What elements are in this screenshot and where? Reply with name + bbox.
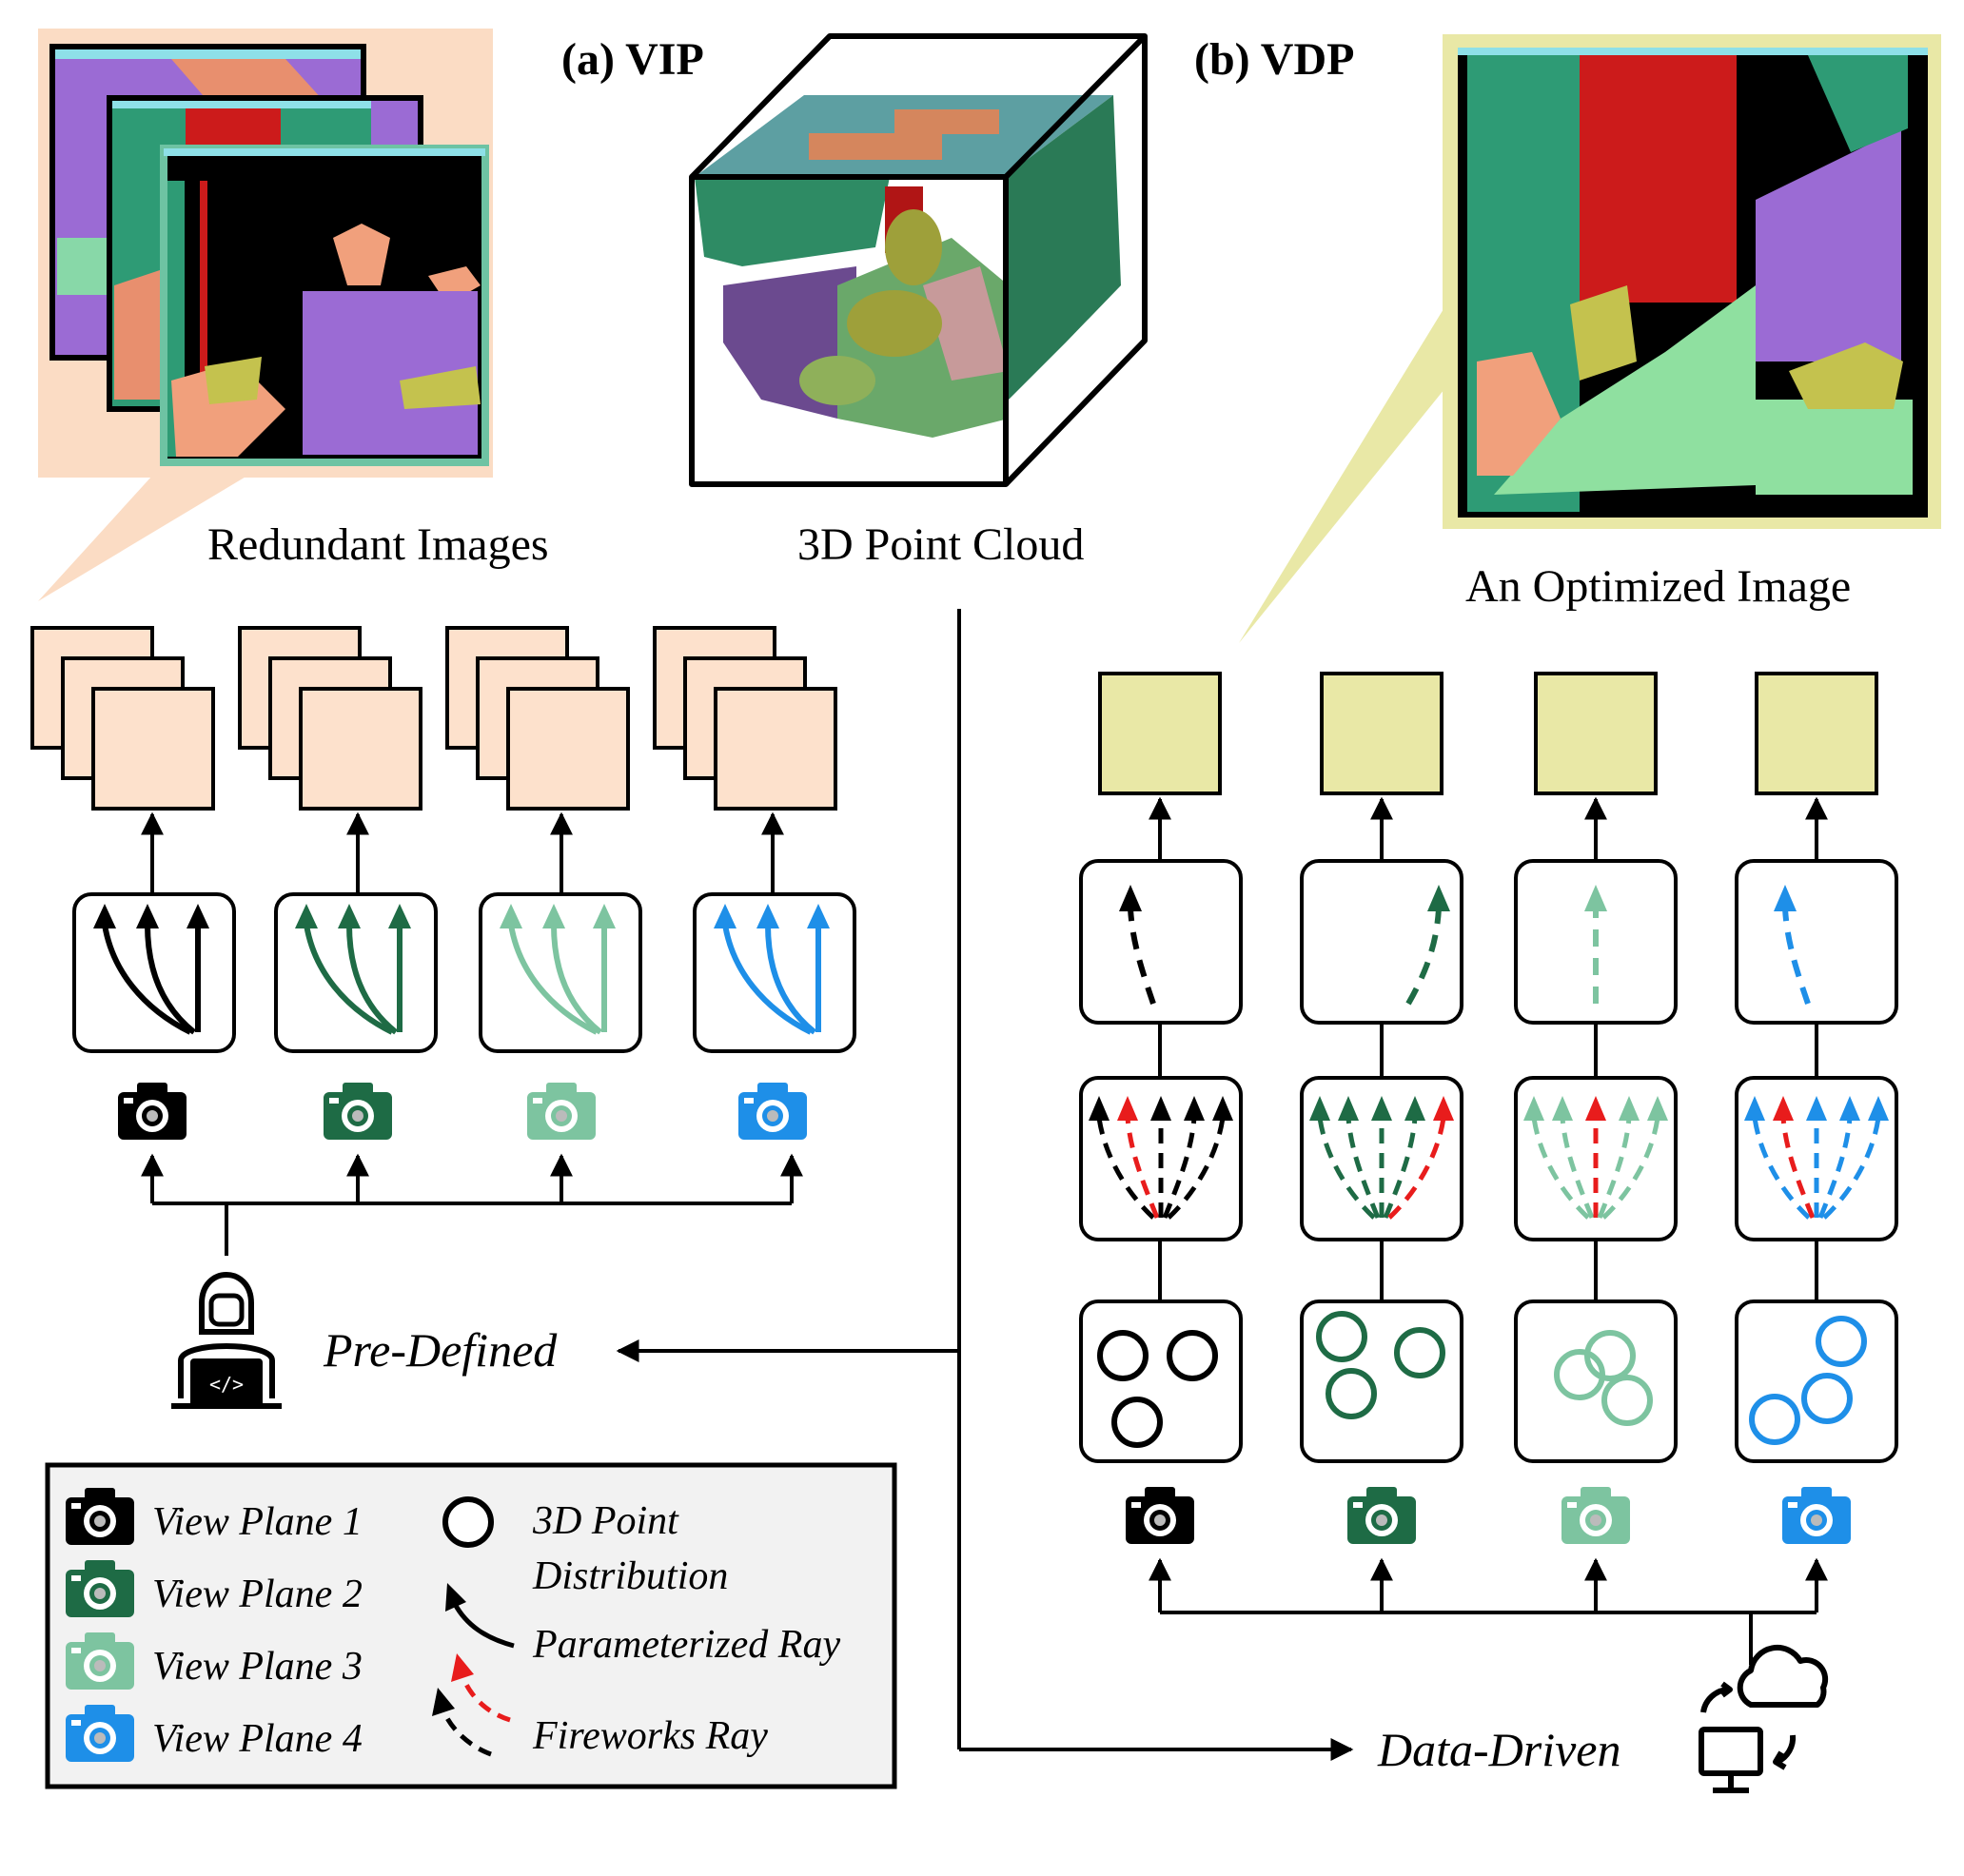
cube-wireframe <box>689 33 1148 487</box>
parameterized-ray-symbol <box>445 1583 515 1649</box>
pre-defined-label: Pre-Defined <box>323 1323 558 1377</box>
vdp-distribution-box-2 <box>1300 1300 1463 1463</box>
point-cloud-caption: 3D Point Cloud <box>797 519 1084 570</box>
vdp-fireworks-box-2 <box>1300 1076 1463 1241</box>
legend-parameterized-ray: Parameterized Ray <box>532 1623 840 1667</box>
camera-icon <box>527 1083 596 1140</box>
point-cloud-content <box>695 95 1121 438</box>
legend-view-plane-1: View Plane 1 <box>152 1500 363 1544</box>
camera-icon <box>324 1083 392 1140</box>
legend-view-plane-3: View Plane 3 <box>152 1645 363 1689</box>
legend-point-distribution-1: 3D Point <box>532 1499 679 1543</box>
vip-image-stack-1 <box>30 626 215 811</box>
vdp-fireworks-box-1 <box>1079 1076 1243 1241</box>
vdp-ray-box-4 <box>1735 859 1898 1025</box>
vip-ray-box-2 <box>274 892 438 1053</box>
point-cloud-cube <box>689 33 1148 487</box>
segmentation-image-front <box>160 145 489 466</box>
developer-icon: </> <box>171 1272 282 1409</box>
vdp-image-3 <box>1534 672 1658 795</box>
vdp-ray-box-2 <box>1300 859 1463 1025</box>
vdp-distribution-box-3 <box>1514 1300 1678 1463</box>
optimized-image-callout <box>1239 34 1941 643</box>
vip-pipeline: </> <box>30 626 856 1409</box>
point-symbol <box>442 1496 494 1548</box>
vdp-fireworks-box-3 <box>1514 1076 1678 1241</box>
cloud-computer-icon <box>1699 1644 1829 1793</box>
legend-point-distribution-2: Distribution <box>532 1554 728 1598</box>
optimized-image-caption: An Optimized Image <box>1465 561 1851 612</box>
camera-icon <box>1782 1487 1851 1544</box>
vdp-title: (b) VDP <box>1194 34 1354 85</box>
svg-text:</>: </> <box>209 1373 244 1396</box>
vip-ray-box-4 <box>693 892 856 1053</box>
legend-view-plane-2: View Plane 2 <box>152 1573 363 1616</box>
vdp-ray-box-3 <box>1514 859 1678 1025</box>
camera-icon <box>1561 1487 1630 1544</box>
redundant-images-callout <box>38 29 493 601</box>
data-driven-label: Data-Driven <box>1377 1723 1621 1776</box>
vdp-connectors <box>1149 796 1828 1301</box>
vdp-distribution-box-4 <box>1735 1300 1898 1463</box>
vip-image-stack-3 <box>445 626 630 811</box>
legend-fireworks-ray: Fireworks Ray <box>532 1714 768 1758</box>
vdp-distribution-box-1 <box>1079 1300 1243 1463</box>
vip-image-stack-2 <box>238 626 422 811</box>
camera-icon <box>738 1083 807 1140</box>
redundant-images-caption: Redundant Images <box>207 519 549 570</box>
vip-image-stack-4 <box>653 626 837 811</box>
vip-ray-box-3 <box>479 892 642 1053</box>
legend: View Plane 1 View Plane 2 View Plane 3 V… <box>45 1462 897 1789</box>
vdp-image-1 <box>1098 672 1222 795</box>
vdp-image-4 <box>1755 672 1878 795</box>
center-divider <box>616 609 1354 1761</box>
camera-icon <box>1126 1487 1194 1544</box>
vip-camera-bus <box>141 1153 803 1256</box>
vdp-fireworks-box-4 <box>1735 1076 1898 1241</box>
vdp-camera-bus <box>1149 1557 1828 1665</box>
legend-view-plane-4: View Plane 4 <box>152 1717 363 1761</box>
vip-title: (a) VIP <box>561 34 704 85</box>
vdp-pipeline <box>1079 672 1898 1793</box>
fireworks-ray-symbol <box>432 1653 511 1757</box>
camera-icon <box>118 1083 187 1140</box>
vip-ray-box-1 <box>72 892 236 1053</box>
camera-icon <box>1347 1487 1416 1544</box>
vip-up-connectors <box>141 811 784 894</box>
vdp-image-2 <box>1320 672 1444 795</box>
vdp-ray-box-1 <box>1079 859 1243 1025</box>
